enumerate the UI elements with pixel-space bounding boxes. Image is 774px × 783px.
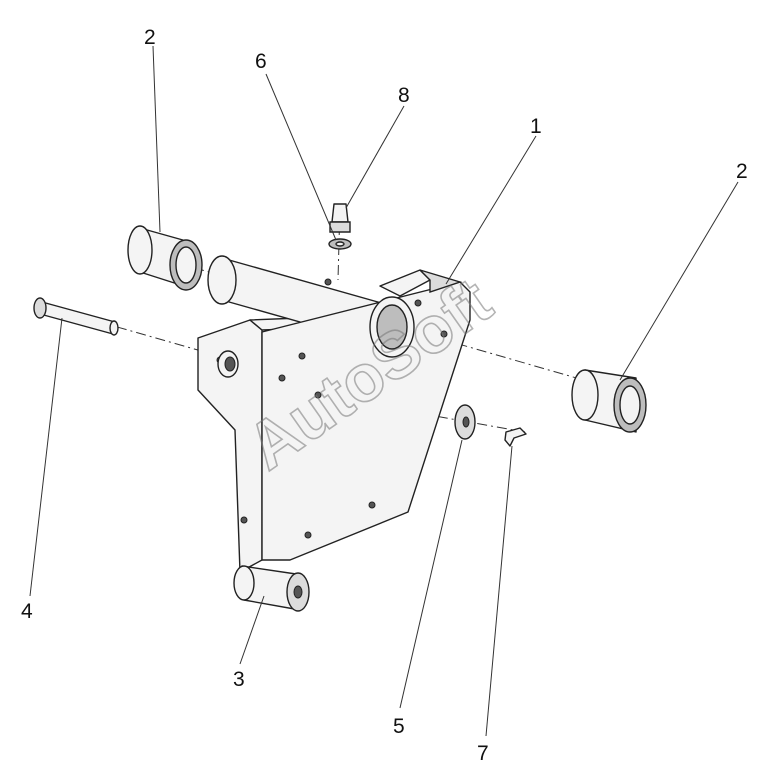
callout-2-left: 2 <box>144 26 156 49</box>
leader-5 <box>399 439 463 709</box>
bushing-right <box>571 369 647 433</box>
grease-fitting <box>329 203 351 233</box>
callout-1: 1 <box>530 115 542 138</box>
leader-7 <box>485 445 513 737</box>
callout-4: 4 <box>21 600 33 623</box>
callout-6: 6 <box>255 50 267 73</box>
callout-5: 5 <box>393 715 405 738</box>
leader-2-left <box>152 45 161 233</box>
leader-6 <box>265 73 337 241</box>
leader-2-right <box>619 181 739 381</box>
leader-4 <box>29 317 63 597</box>
main-frame <box>207 255 471 561</box>
leader-8 <box>345 105 405 209</box>
callout-2-right: 2 <box>736 160 748 183</box>
callout-7: 7 <box>477 742 489 765</box>
washer-small <box>328 238 352 250</box>
leader-1 <box>445 135 537 285</box>
leader-3 <box>239 595 265 665</box>
washer-large <box>454 404 476 440</box>
callout-3: 3 <box>233 668 245 691</box>
bushing-left <box>127 225 203 291</box>
spacer-tube <box>233 565 310 612</box>
pin <box>33 297 119 336</box>
callout-8: 8 <box>398 84 410 107</box>
cotter-pin <box>504 427 527 447</box>
fitting-axis <box>337 204 341 281</box>
